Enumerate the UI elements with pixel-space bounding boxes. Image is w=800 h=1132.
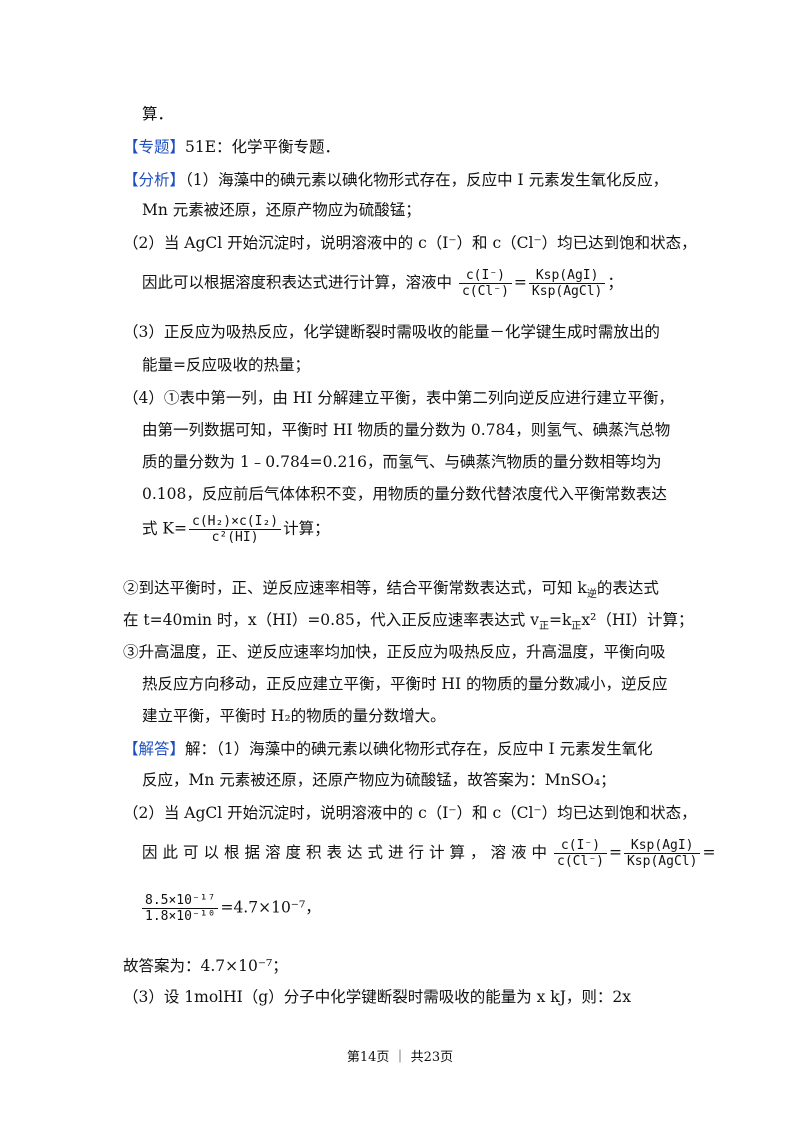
answer-line-6: 故答案为：4.7×10⁻⁷； bbox=[123, 957, 288, 975]
text-segment: 式 K= bbox=[142, 519, 187, 538]
frac-numerator: c(H₂)×c(I₂) bbox=[189, 514, 282, 530]
equals: = bbox=[608, 843, 622, 862]
text-segment: 计算； bbox=[283, 519, 330, 538]
answer-line-3: （2）当 AgCl 开始沉淀时，说明溶液中的 c（I⁻）和 c（Cl⁻）均已达到… bbox=[123, 804, 697, 822]
analysis-line-12: ②到达平衡时，正、逆反应速率相等，结合平衡常数表达式，可知 k逆的表达式 bbox=[123, 578, 659, 605]
fraction-ci-ccl: c(I⁻)c(Cl⁻) bbox=[458, 268, 512, 299]
text-segment: =k bbox=[549, 611, 572, 629]
fraction-k: c(H₂)×c(I₂)c²(HI) bbox=[189, 514, 282, 545]
frac-denominator: 1.8×10⁻¹⁰ bbox=[145, 909, 216, 924]
text-segment: =4.7×10⁻⁷， bbox=[220, 898, 321, 917]
analysis-line-1: 【分析】（1）海藻中的碘元素以碘化物形式存在，反应中 I 元素发生氧化反应， bbox=[123, 170, 668, 190]
frac-denominator: Ksp(AgCl) bbox=[626, 854, 698, 869]
analysis-line-14: ③升高温度，正、逆反应速率均加快，正反应为吸热反应，升高温度，平衡向吸 bbox=[123, 643, 666, 661]
answer-tag: 【解答】 bbox=[123, 740, 186, 758]
text-segment: 因此可以根据溶度积表达式进行计算，溶液中 bbox=[142, 273, 453, 292]
analysis-line-6: 能量=反应吸收的热量； bbox=[142, 356, 310, 374]
frac-numerator: Ksp(AgI) bbox=[623, 838, 701, 854]
analysis-line-9: 质的量分数为 1﹣0.784=0.216，而氢气、与碘蒸汽物质的量分数相等均为 bbox=[142, 453, 662, 471]
text-line: 算． bbox=[142, 105, 174, 123]
subscript: 正 bbox=[539, 621, 549, 633]
analysis-line-10: 0.108，反应前后气体体积不变，用物质的量分数代替浓度代入平衡常数表达 bbox=[142, 485, 667, 503]
fraction-ksp: Ksp(AgI)Ksp(AgCl) bbox=[623, 838, 701, 869]
frac-denominator: c²(HI) bbox=[211, 530, 259, 545]
frac-denominator: Ksp(AgCl) bbox=[531, 284, 603, 299]
text-segment: 因此可以根据溶度积表达式进行计算，溶液中 bbox=[142, 843, 553, 862]
frac-numerator: 8.5×10⁻¹⁷ bbox=[142, 893, 219, 909]
fraction-ci-ccl: c(I⁻)c(Cl⁻) bbox=[554, 838, 607, 869]
subscript: 逆 bbox=[586, 589, 597, 601]
analysis-line-11: 式 K=c(H₂)×c(I₂)c²(HI)计算； bbox=[142, 514, 330, 545]
topic-tag: 【专题】 bbox=[123, 138, 186, 156]
topic-text: 51E：化学平衡专题． bbox=[185, 138, 341, 156]
answer-line-1: 【解答】解：（1）海藻中的碘元素以碘化物形式存在，反应中 I 元素发生氧化 bbox=[123, 739, 653, 759]
subscript: 正 bbox=[571, 621, 582, 633]
text-segment: ②到达平衡时，正、逆反应速率相等，结合平衡常数表达式，可知 k bbox=[123, 579, 587, 597]
analysis-line-8: 由第一列数据可知，平衡时 HI 物质的量分数为 0.784，则氢气、碘蒸汽总物 bbox=[142, 421, 671, 439]
equals: = bbox=[702, 843, 716, 862]
fraction-ksp: Ksp(AgI)Ksp(AgCl) bbox=[528, 268, 606, 299]
text-segment: x²（HI）计算； bbox=[581, 611, 694, 629]
analysis-text: （1）海藻中的碘元素以碘化物形式存在，反应中 I 元素发生氧化反应， bbox=[185, 171, 669, 189]
equals: = bbox=[513, 273, 527, 292]
analysis-line-15: 热反应方向移动，正反应建立平衡，平衡时 HI 的物质的量分数减小，逆反应 bbox=[142, 675, 668, 693]
analysis-line-7: （4）①表中第一列，由 HI 分解建立平衡，表中第二列向逆反应进行建立平衡， bbox=[123, 389, 674, 407]
semicolon: ； bbox=[607, 273, 623, 292]
text-segment: 解：（1）海藻中的碘元素以碘化物形式存在，反应中 I 元素发生氧化 bbox=[185, 740, 653, 758]
analysis-line-2: Mn 元素被还原，还原产物应为硫酸锰； bbox=[142, 201, 421, 219]
page-footer: 第14页 ｜ 共23页 bbox=[346, 1050, 454, 1065]
text-segment: 的表达式 bbox=[596, 579, 659, 597]
frac-denominator: c(Cl⁻) bbox=[557, 854, 604, 869]
text-segment: 在 t=40min 时，x（HI）=0.85，代入正反应速率表达式 v bbox=[123, 611, 539, 629]
analysis-line-16: 建立平衡，平衡时 H₂的物质的量分数增大。 bbox=[142, 707, 446, 725]
analysis-line-13: 在 t=40min 时，x（HI）=0.85，代入正反应速率表达式 v正=k正x… bbox=[123, 610, 694, 637]
analysis-line-3: （2）当 AgCl 开始沉淀时，说明溶液中的 c（I⁻）和 c（Cl⁻）均已达到… bbox=[123, 234, 697, 252]
frac-numerator: c(I⁻) bbox=[554, 838, 607, 854]
answer-line-2: 反应，Mn 元素被还原，还原产物应为硫酸锰，故答案为：MnSO₄； bbox=[142, 771, 616, 789]
answer-line-7: （3）设 1molHI（g）分子中化学键断裂时需吸收的能量为 x kJ，则：2x bbox=[123, 988, 632, 1006]
analysis-line-5: （3）正反应为吸热反应，化学键断裂时需吸收的能量－化学键生成时需放出的 bbox=[123, 323, 660, 341]
topic-line: 【专题】51E：化学平衡专题． bbox=[123, 137, 340, 157]
frac-numerator: c(I⁻) bbox=[458, 268, 512, 284]
analysis-tag: 【分析】 bbox=[123, 171, 186, 189]
frac-numerator: Ksp(AgI) bbox=[528, 268, 606, 284]
frac-denominator: c(Cl⁻) bbox=[461, 284, 509, 299]
analysis-line-4: 因此可以根据溶度积表达式进行计算，溶液中 c(I⁻)c(Cl⁻)=Ksp(AgI… bbox=[142, 268, 623, 299]
